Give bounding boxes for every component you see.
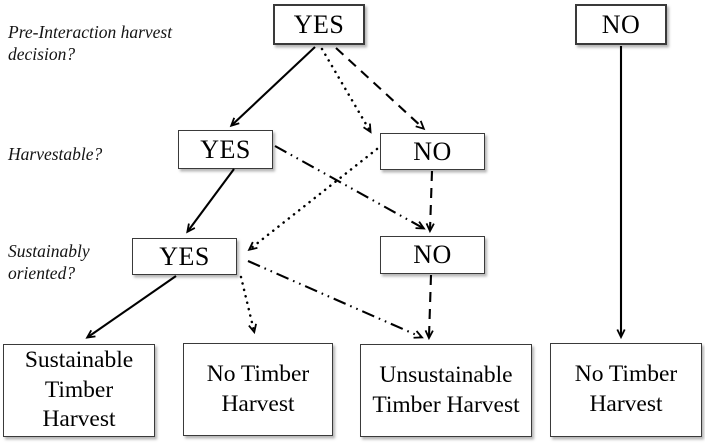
edge-harvestable-no-to-sustainably-no (425, 170, 435, 234)
node-harvestable-yes: YES (178, 130, 273, 169)
node-sustainably-oriented-no: NO (380, 236, 485, 274)
outcome-no-timber-harvest-center: No Timber Harvest (183, 343, 333, 436)
edge-sustainably-no-to-unsustainable (424, 274, 434, 341)
edge-harvestable-yes-to-sustainably-yes (186, 168, 235, 234)
edge-pre-yes-to-harvestable-no-dotted (320, 47, 372, 134)
question-label-sustainably-oriented: Sustainably oriented? (8, 241, 90, 284)
edge-sustainably-yes-to-no-harvest (239, 275, 257, 335)
edge-pre-yes-to-harvestable-no-dashed (335, 47, 426, 131)
edge-sustainably-yes-to-sustainable (85, 275, 177, 339)
question-label-harvestable: Harvestable? (8, 144, 103, 164)
edge-pre-yes-to-harvestable-yes (229, 46, 316, 128)
question-label-pre-interaction: Pre-Interaction harvest decision? (8, 22, 173, 65)
outcome-sustainable-timber-harvest: Sustainable Timber Harvest (3, 344, 155, 437)
outcome-unsustainable-timber-harvest: Unsustainable Timber Harvest (360, 344, 532, 437)
node-harvestable-no: NO (380, 133, 485, 170)
node-pre-interaction-no: NO (575, 4, 667, 45)
outcome-no-timber-harvest-right: No Timber Harvest (550, 343, 702, 437)
node-pre-interaction-yes: YES (273, 4, 365, 45)
node-sustainably-oriented-yes: YES (132, 238, 237, 275)
